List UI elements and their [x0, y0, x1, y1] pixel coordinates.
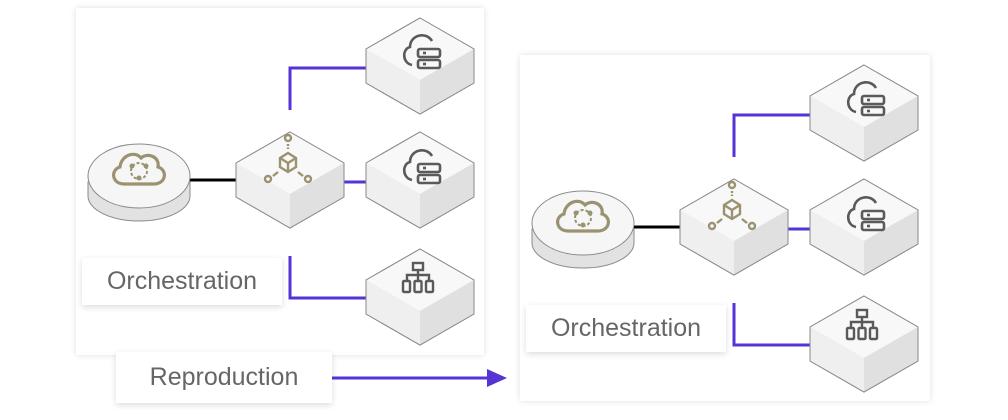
reproduction-label: Reproduction	[116, 352, 332, 403]
reproduction-arrow	[332, 369, 507, 387]
right-orchestration-label: Orchestration	[526, 305, 726, 352]
left-orchestration-label: Orchestration	[82, 258, 282, 305]
